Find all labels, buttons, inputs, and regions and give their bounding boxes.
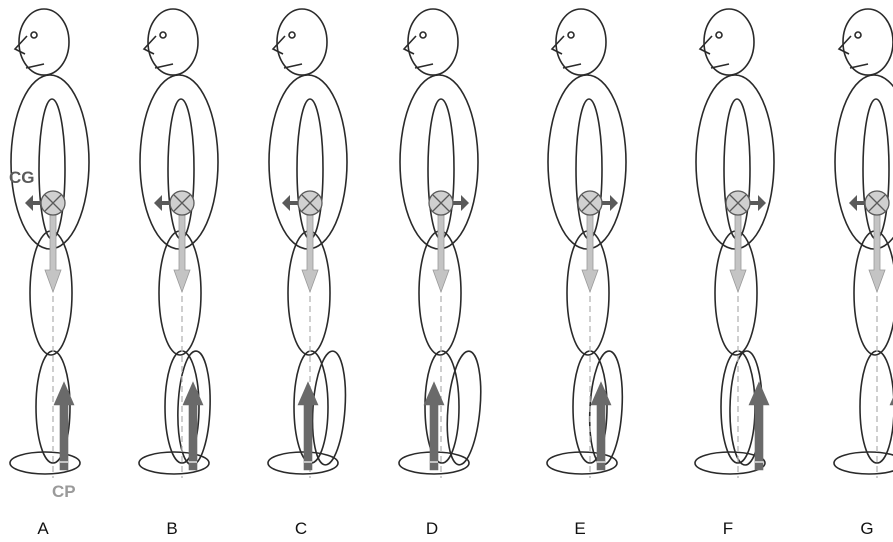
mouth (284, 64, 302, 68)
head (408, 9, 458, 75)
cp-label: CP (52, 482, 76, 501)
eye (420, 32, 426, 38)
eye (855, 32, 861, 38)
reaction-force-arrow (749, 382, 769, 470)
forward-shank (443, 350, 485, 466)
mouth (711, 64, 729, 68)
gravity-arrow (582, 214, 598, 292)
head (556, 9, 606, 75)
mouth (850, 64, 868, 68)
figure-c: C (268, 9, 349, 538)
frame-label-a: A (37, 519, 49, 538)
head (843, 9, 893, 75)
mouth (26, 64, 44, 68)
frame-label-g: G (860, 519, 873, 538)
figure-a: A (10, 9, 89, 538)
nose (15, 36, 27, 54)
forward-shank (587, 350, 626, 466)
mouth (155, 64, 173, 68)
reaction-force-arrow (54, 382, 74, 470)
gravity-arrow (45, 214, 61, 292)
nose (404, 36, 416, 54)
gravity-arrow (302, 214, 318, 292)
frame-label-b: B (166, 519, 177, 538)
gravity-arrow (174, 214, 190, 292)
cg-label: CG (9, 168, 35, 187)
mouth (563, 64, 581, 68)
figure-f: F (695, 9, 774, 538)
frame-label-f: F (723, 519, 733, 538)
reaction-force-arrow (591, 382, 611, 470)
eye (568, 32, 574, 38)
gravity-arrow (730, 214, 746, 292)
figures-layer: A B C D E F G (10, 9, 893, 538)
frame-label-c: C (295, 519, 307, 538)
nose (839, 36, 851, 54)
mouth (415, 64, 433, 68)
foot (834, 452, 893, 474)
head (704, 9, 754, 75)
nose (273, 36, 285, 54)
eye (716, 32, 722, 38)
head (148, 9, 198, 75)
figure-e: E (547, 9, 626, 538)
forward-shank (309, 350, 349, 466)
eye (289, 32, 295, 38)
head (277, 9, 327, 75)
figure-g: G (834, 9, 893, 538)
figure-b: B (139, 9, 218, 538)
head (19, 9, 69, 75)
nose (700, 36, 712, 54)
frame-label-e: E (574, 519, 585, 538)
eye (160, 32, 166, 38)
reaction-force-arrow (298, 382, 318, 470)
gravity-arrow (433, 214, 449, 292)
nose (552, 36, 564, 54)
figure-d: D (399, 9, 485, 538)
eye (31, 32, 37, 38)
gravity-arrow (869, 214, 885, 292)
frame-label-d: D (426, 519, 438, 538)
nose (144, 36, 156, 54)
